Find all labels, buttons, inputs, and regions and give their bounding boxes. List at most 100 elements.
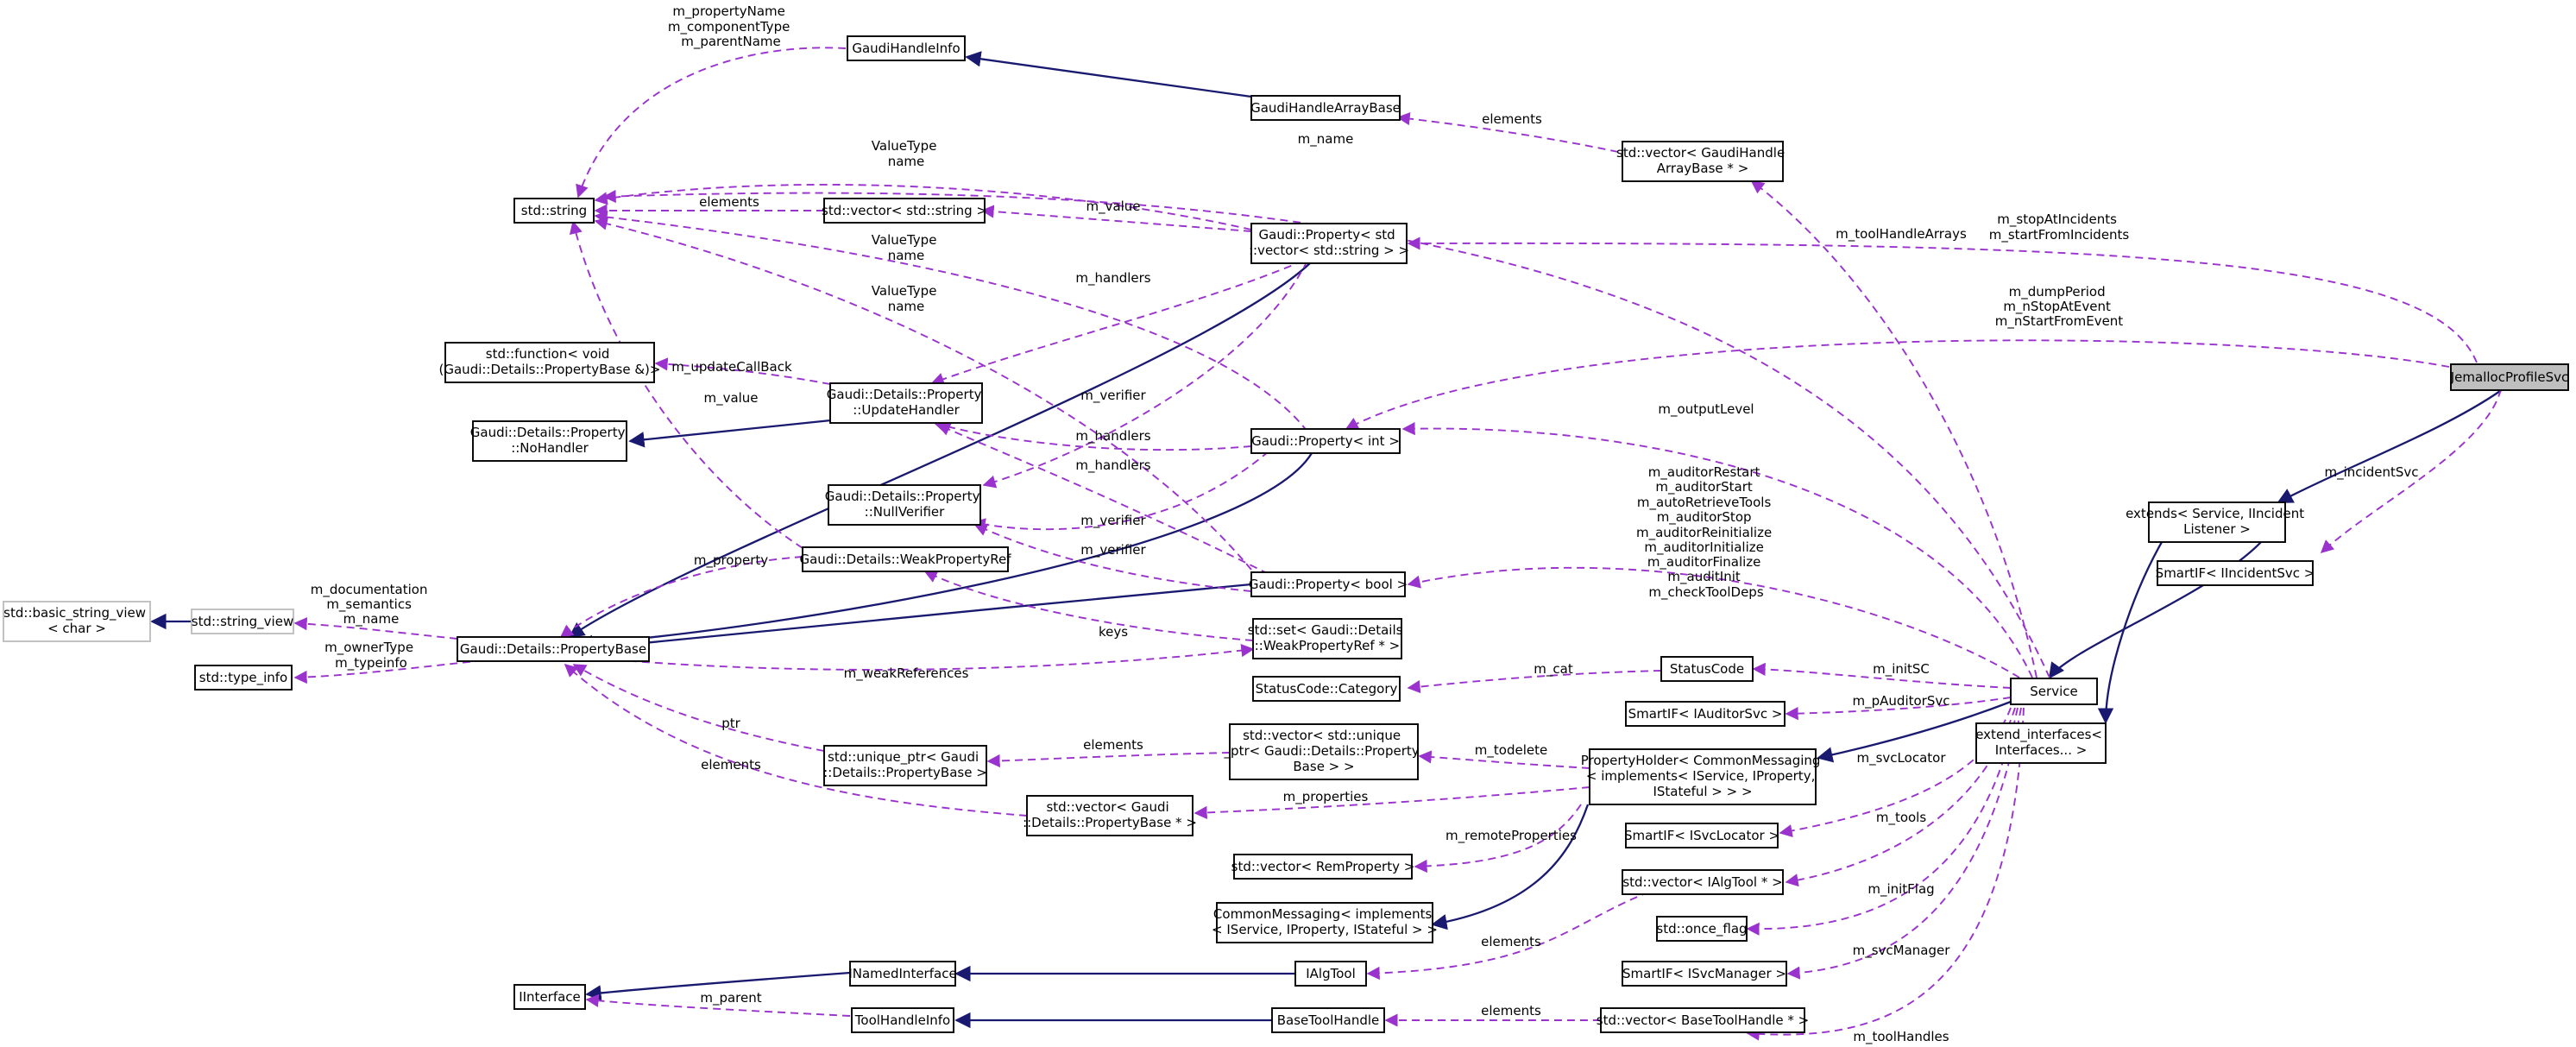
edge-use-svc-manager (1786, 707, 2022, 980)
edge-label-m-name: m_name (1298, 131, 1354, 148)
node-tool-handle-info[interactable]: ToolHandleInfo (851, 1007, 954, 1033)
edge-use-todelete (1418, 750, 1590, 769)
edge-use-tool-handles (1746, 707, 2025, 1041)
edge-label-handleinfo-string: m_propertyName m_componentType m_parentN… (668, 3, 794, 50)
node-smartif-iincidentsvc[interactable]: SmartIF< IIncidentSvc > (2156, 560, 2315, 586)
edge-label-pb-elements: elements (701, 757, 761, 773)
edge-label-keys: keys (1099, 624, 1128, 640)
svg-text:GaudiHandleInfo: GaudiHandleInfo (852, 41, 960, 56)
edge-label-update-callback: m_updateCallBack (671, 359, 792, 375)
node-jemalloc-profile-svc[interactable]: JemallocProfileSvc (2450, 363, 2569, 391)
node-std-string[interactable]: std::string (513, 198, 595, 224)
svg-text:StatusCode::Category: StatusCode::Category (1256, 681, 1398, 697)
edge-use-array-elements (1396, 111, 1619, 153)
node-std-once-flag[interactable]: std::once_flag (1656, 916, 1748, 942)
svg-text:GaudiHandleArrayBase: GaudiHandleArrayBase (1250, 100, 1401, 116)
node-ialgtool[interactable]: IAlgTool (1294, 961, 1367, 987)
node-vector-remproperty[interactable]: std::vector< RemProperty > (1231, 854, 1415, 880)
node-property-holder[interactable]: PropertyHolder< CommonMessaging < implem… (1581, 748, 1824, 805)
edge-use-dump-period (1345, 339, 2450, 430)
edge-label-m-value-weak: m_value (703, 390, 758, 407)
node-gaudi-handle-info[interactable]: GaudiHandleInfo (847, 35, 966, 61)
node-extend-interfaces[interactable]: extend_interfaces< Interfaces... > (1975, 722, 2107, 764)
svg-text:extends< Service, IIncident: extends< Service, IIncident Listener > (2126, 506, 2308, 537)
node-unique-ptr[interactable]: std::unique_ptr< Gaudi ::Details::Proper… (823, 745, 987, 786)
node-vector-property-base[interactable]: std::vector< Gaudi ::Details::PropertyBa… (1023, 795, 1197, 836)
edge-use-handlers-3 (936, 423, 1269, 575)
node-basic-string-view[interactable]: std::basic_string_view < char > (3, 601, 151, 642)
node-property-base[interactable]: Gaudi::Details::PropertyBase (457, 636, 650, 662)
node-vector-unique-ptr[interactable]: std::vector< std::unique _ptr< Gaudi::De… (1224, 723, 1424, 780)
edge-use-tool-handle-arrays (1750, 180, 2037, 678)
node-weak-property-ref[interactable]: Gaudi::Details::WeakPropertyRef (799, 546, 1011, 572)
node-smartif-isvcmanager[interactable]: SmartIF< ISvcManager > (1622, 961, 1787, 987)
edge-use-value-type-3 (594, 217, 1252, 571)
node-property-bool[interactable]: Gaudi::Property< bool > (1249, 571, 1408, 597)
edge-use-verifier-2 (972, 451, 1269, 532)
edge-label-value-type-2: ValueType name (872, 232, 941, 263)
node-vector-string[interactable]: std::vector< std::string > (822, 198, 987, 224)
svg-text:Gaudi::Details::Property: Gaudi::Details::Property ::UpdateHandler (827, 387, 986, 418)
node-iinterface[interactable]: IInterface (513, 984, 586, 1010)
node-property-vector-string[interactable]: Gaudi::Property< std ::vector< std::stri… (1249, 223, 1409, 264)
edge-inherit-updatehandler-nohandler (628, 417, 848, 448)
svg-text:std::vector< IAlgTool * >: std::vector< IAlgTool * > (1622, 874, 1782, 890)
node-update-handler[interactable]: Gaudi::Details::Property ::UpdateHandler (827, 382, 986, 424)
node-base-tool-handle[interactable]: BaseToolHandle (1271, 1007, 1385, 1033)
edge-use-handlers-2 (933, 419, 1252, 451)
node-gaudi-handle-array-base[interactable]: GaudiHandleArrayBase (1250, 95, 1401, 121)
edge-label-value-type-3: ValueType name (872, 283, 941, 314)
node-vector-gaudi-handle[interactable]: std::vector< GaudiHandle ArrayBase * > (1616, 141, 1789, 182)
svg-text:std::unique_ptr< Gaudi: std::unique_ptr< Gaudi ::Details::Proper… (823, 749, 987, 780)
node-smartif-isvclocator[interactable]: SmartIF< ISvcLocator > (1624, 823, 1779, 848)
edge-label-properties: m_properties (1283, 789, 1369, 805)
node-string-view[interactable]: std::string_view (191, 609, 294, 634)
edge-inherit-propbool-propertybase (589, 583, 1252, 655)
node-inamed-interface[interactable]: INamedInterface (848, 961, 957, 987)
edge-use-p-auditor-svc (1785, 697, 2012, 721)
diagram-nodes: JemallocProfileSvc extends< Service, IIn… (3, 35, 2569, 1033)
edge-label-value-type-1: ValueType name (872, 138, 941, 169)
edge-label-handlers-1: m_handlers (1075, 270, 1150, 287)
svg-text:std::once_flag: std::once_flag (1656, 921, 1747, 937)
node-set-weak-property-ref[interactable]: std::set< Gaudi::Details ::WeakPropertyR… (1248, 618, 1408, 659)
edge-label-incident-svc: m_incidentSvc (2325, 464, 2419, 481)
node-extends-service-iincident[interactable]: extends< Service, IIncident Listener > (2126, 501, 2308, 543)
edge-use-update-callback (654, 357, 831, 385)
edge-use-owner-type (293, 659, 484, 684)
edge-use-verifier-3 (973, 523, 1252, 592)
svg-text:Service: Service (2030, 684, 2077, 699)
node-std-function[interactable]: std::function< void (Gaudi::Details::Pro… (439, 342, 661, 383)
svg-text:CommonMessaging< implements: CommonMessaging< implements < IService, … (1212, 906, 1438, 937)
node-smartif-iauditorsvc[interactable]: SmartIF< IAuditorSvc > (1625, 701, 1786, 727)
edge-use-init-flag (1746, 707, 2019, 936)
node-type-info[interactable]: std::type_info (194, 665, 293, 691)
svg-text:Gaudi::Property< std :: Gaudi::Property< std ::vector< std::stri… (1249, 227, 1409, 258)
edge-label-auditor-flags: m_auditorRestart m_auditorStart m_autoRe… (1636, 464, 1776, 601)
svg-text:std::string_view: std::string_view (192, 614, 293, 630)
edge-use-properties (1194, 786, 1590, 820)
node-service[interactable]: Service (2010, 678, 2098, 705)
edge-label-dump-period: m_dumpPeriod m_nStopAtEvent m_nStartFrom… (1995, 284, 2124, 330)
node-status-code-category[interactable]: StatusCode::Category (1252, 676, 1401, 702)
edge-inherit-namedinterface-iinterface (585, 971, 851, 1001)
edge-use-incident-svc (2320, 388, 2502, 554)
node-property-int[interactable]: Gaudi::Property< int > (1250, 428, 1401, 454)
edge-use-ptr (572, 664, 825, 752)
edge-use-stop-start-incidents (1407, 237, 2478, 363)
svg-text:IAlgTool: IAlgTool (1306, 966, 1356, 981)
edge-use-unique-elements (986, 752, 1231, 768)
svg-text:IInterface: IInterface (519, 989, 581, 1005)
node-vector-ialgtool[interactable]: std::vector< IAlgTool * > (1622, 869, 1784, 895)
svg-text:std::function< void (G: std::function< void (Gaudi::Details::Pro… (439, 346, 661, 377)
node-status-code[interactable]: StatusCode (1660, 656, 1754, 682)
node-null-verifier[interactable]: Gaudi::Details::Property ::NullVerifier (825, 484, 984, 526)
edge-use-remote-properties (1414, 804, 1582, 874)
node-no-handler[interactable]: Gaudi::Details::Property ::NoHandler (470, 420, 629, 462)
node-vector-base-tool-handle[interactable]: std::vector< BaseToolHandle * > (1597, 1007, 1809, 1033)
edge-label-m-parent: m_parent (700, 990, 761, 1006)
node-common-messaging[interactable]: CommonMessaging< implements < IService, … (1212, 902, 1438, 943)
edge-label-m-value-vs: m_value (1086, 199, 1140, 215)
svg-text:JemallocProfileSvc: JemallocProfileSvc (2450, 369, 2569, 385)
